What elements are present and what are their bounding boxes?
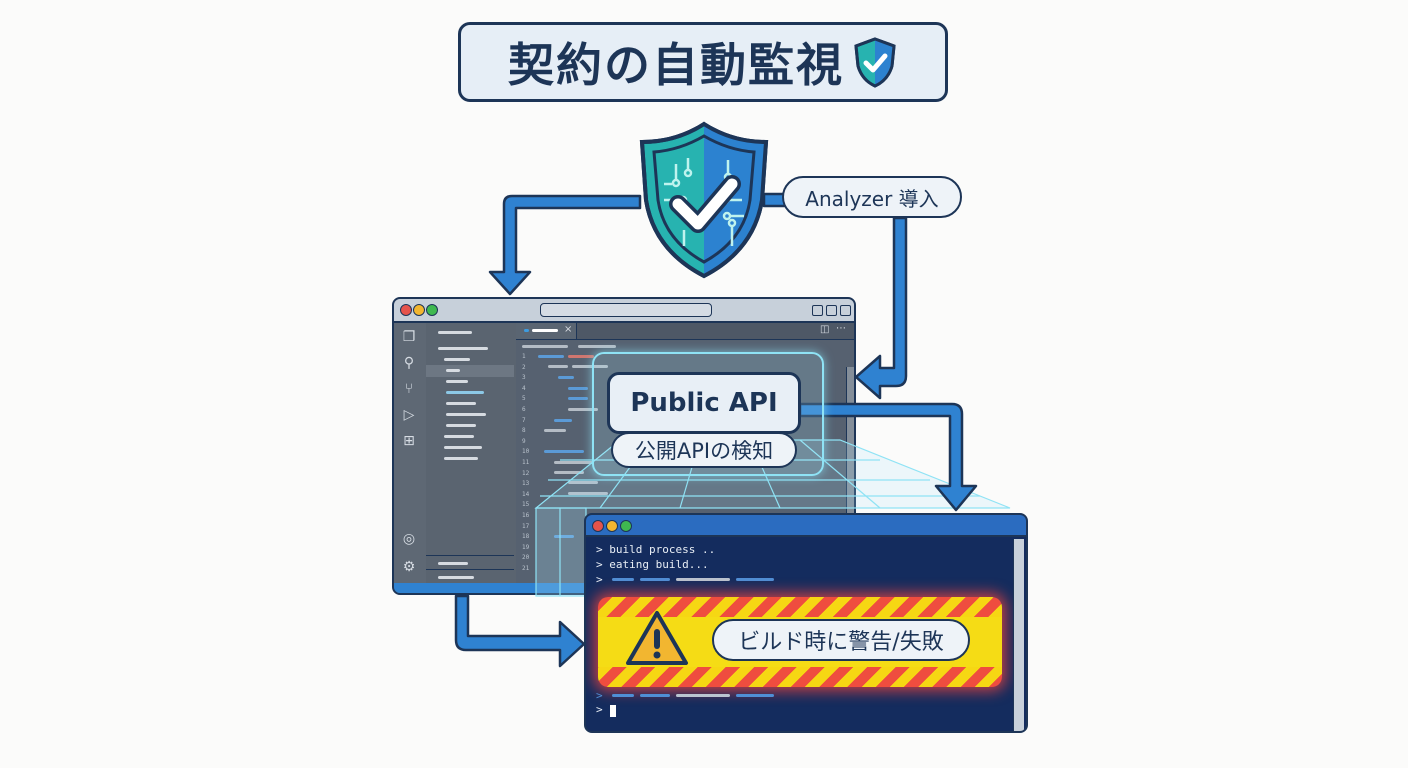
line-number: 21 [522, 565, 530, 572]
line-number: 12 [522, 469, 530, 477]
line-number: 4 [522, 384, 526, 392]
public-api-label: Public API [607, 372, 801, 434]
close-dot[interactable] [592, 520, 604, 532]
terminal-prompt: > [596, 573, 603, 586]
source-control-icon[interactable]: ⑂ [404, 381, 414, 397]
command-center[interactable] [540, 303, 712, 317]
arrow-api-to-terminal [798, 402, 978, 512]
line-number: 10 [522, 448, 530, 456]
maximize-dot[interactable] [426, 304, 438, 316]
page-title: 契約の自動監視 [508, 38, 844, 92]
files-icon[interactable]: ❐ [402, 329, 416, 345]
close-dot[interactable] [400, 304, 412, 316]
line-number: 17 [522, 522, 530, 530]
search-icon[interactable]: ⚲ [403, 355, 415, 371]
build-warning-label: ビルド時に警告/失敗 [712, 619, 970, 661]
more-actions-icon[interactable]: ⋯ [836, 323, 846, 334]
arrow-shield-to-editor [488, 194, 642, 296]
terminal-cursor[interactable] [610, 705, 616, 717]
line-number: 11 [522, 459, 530, 466]
line-number: 8 [522, 427, 526, 435]
line-number: 19 [522, 543, 530, 551]
line-number: 7 [522, 416, 526, 424]
file-explorer [426, 323, 518, 585]
line-number: 20 [522, 554, 530, 562]
line-number: 2 [522, 363, 526, 371]
account-icon[interactable]: ◎ [402, 531, 416, 547]
line-number: 3 [522, 374, 526, 382]
tab-close-icon[interactable]: × [564, 324, 573, 335]
editor-scrollbar[interactable] [846, 367, 854, 587]
line-number: 1 [522, 353, 526, 360]
split-editor-icon[interactable]: ◫ [820, 324, 830, 335]
title-banner: 契約の自動監視 [458, 22, 948, 102]
circuit-shield-check-icon [639, 121, 769, 279]
settings-icon[interactable]: ⚙ [402, 559, 416, 575]
analyzer-label: Analyzer 導入 [782, 176, 962, 218]
arrow-analyzer-to-api [854, 216, 908, 400]
tab-strip: × ◫ ⋯ [516, 323, 854, 340]
line-number: 15 [522, 501, 530, 509]
editor-titlebar [394, 299, 854, 323]
terminal-prompt: > [596, 689, 603, 702]
minimize-dot[interactable] [606, 520, 618, 532]
tree-item-selected[interactable] [426, 365, 514, 377]
extensions-icon[interactable]: ⊞ [403, 433, 415, 449]
line-number: 14 [522, 490, 530, 498]
layout-panel-icon[interactable] [826, 305, 837, 316]
minimize-dot[interactable] [413, 304, 425, 316]
layout-split-icon[interactable] [840, 305, 851, 316]
public-api-detection-label: 公開APIの検知 [611, 432, 797, 468]
terminal-line: > eating build... [596, 558, 709, 571]
run-debug-icon[interactable]: ▷ [403, 407, 415, 423]
line-number: 6 [522, 406, 526, 413]
maximize-dot[interactable] [620, 520, 632, 532]
layout-sidebar-icon[interactable] [812, 305, 823, 316]
line-number: 18 [522, 533, 530, 541]
terminal-titlebar [586, 515, 1026, 537]
line-number: 13 [522, 480, 530, 488]
terminal-prompt: > [596, 703, 603, 716]
terminal-window: > build process .. > eating build... > ビ… [584, 513, 1028, 733]
line-number: 9 [522, 437, 526, 445]
line-number: 5 [522, 395, 526, 403]
tab-active[interactable]: × [516, 323, 577, 339]
line-number: 16 [522, 512, 530, 519]
terminal-line: > build process .. [596, 543, 716, 556]
terminal-scrollbar[interactable] [1013, 539, 1024, 731]
warning-triangle-icon [626, 611, 688, 665]
arrow-editor-to-warning [454, 594, 586, 668]
shield-check-icon [854, 37, 896, 88]
